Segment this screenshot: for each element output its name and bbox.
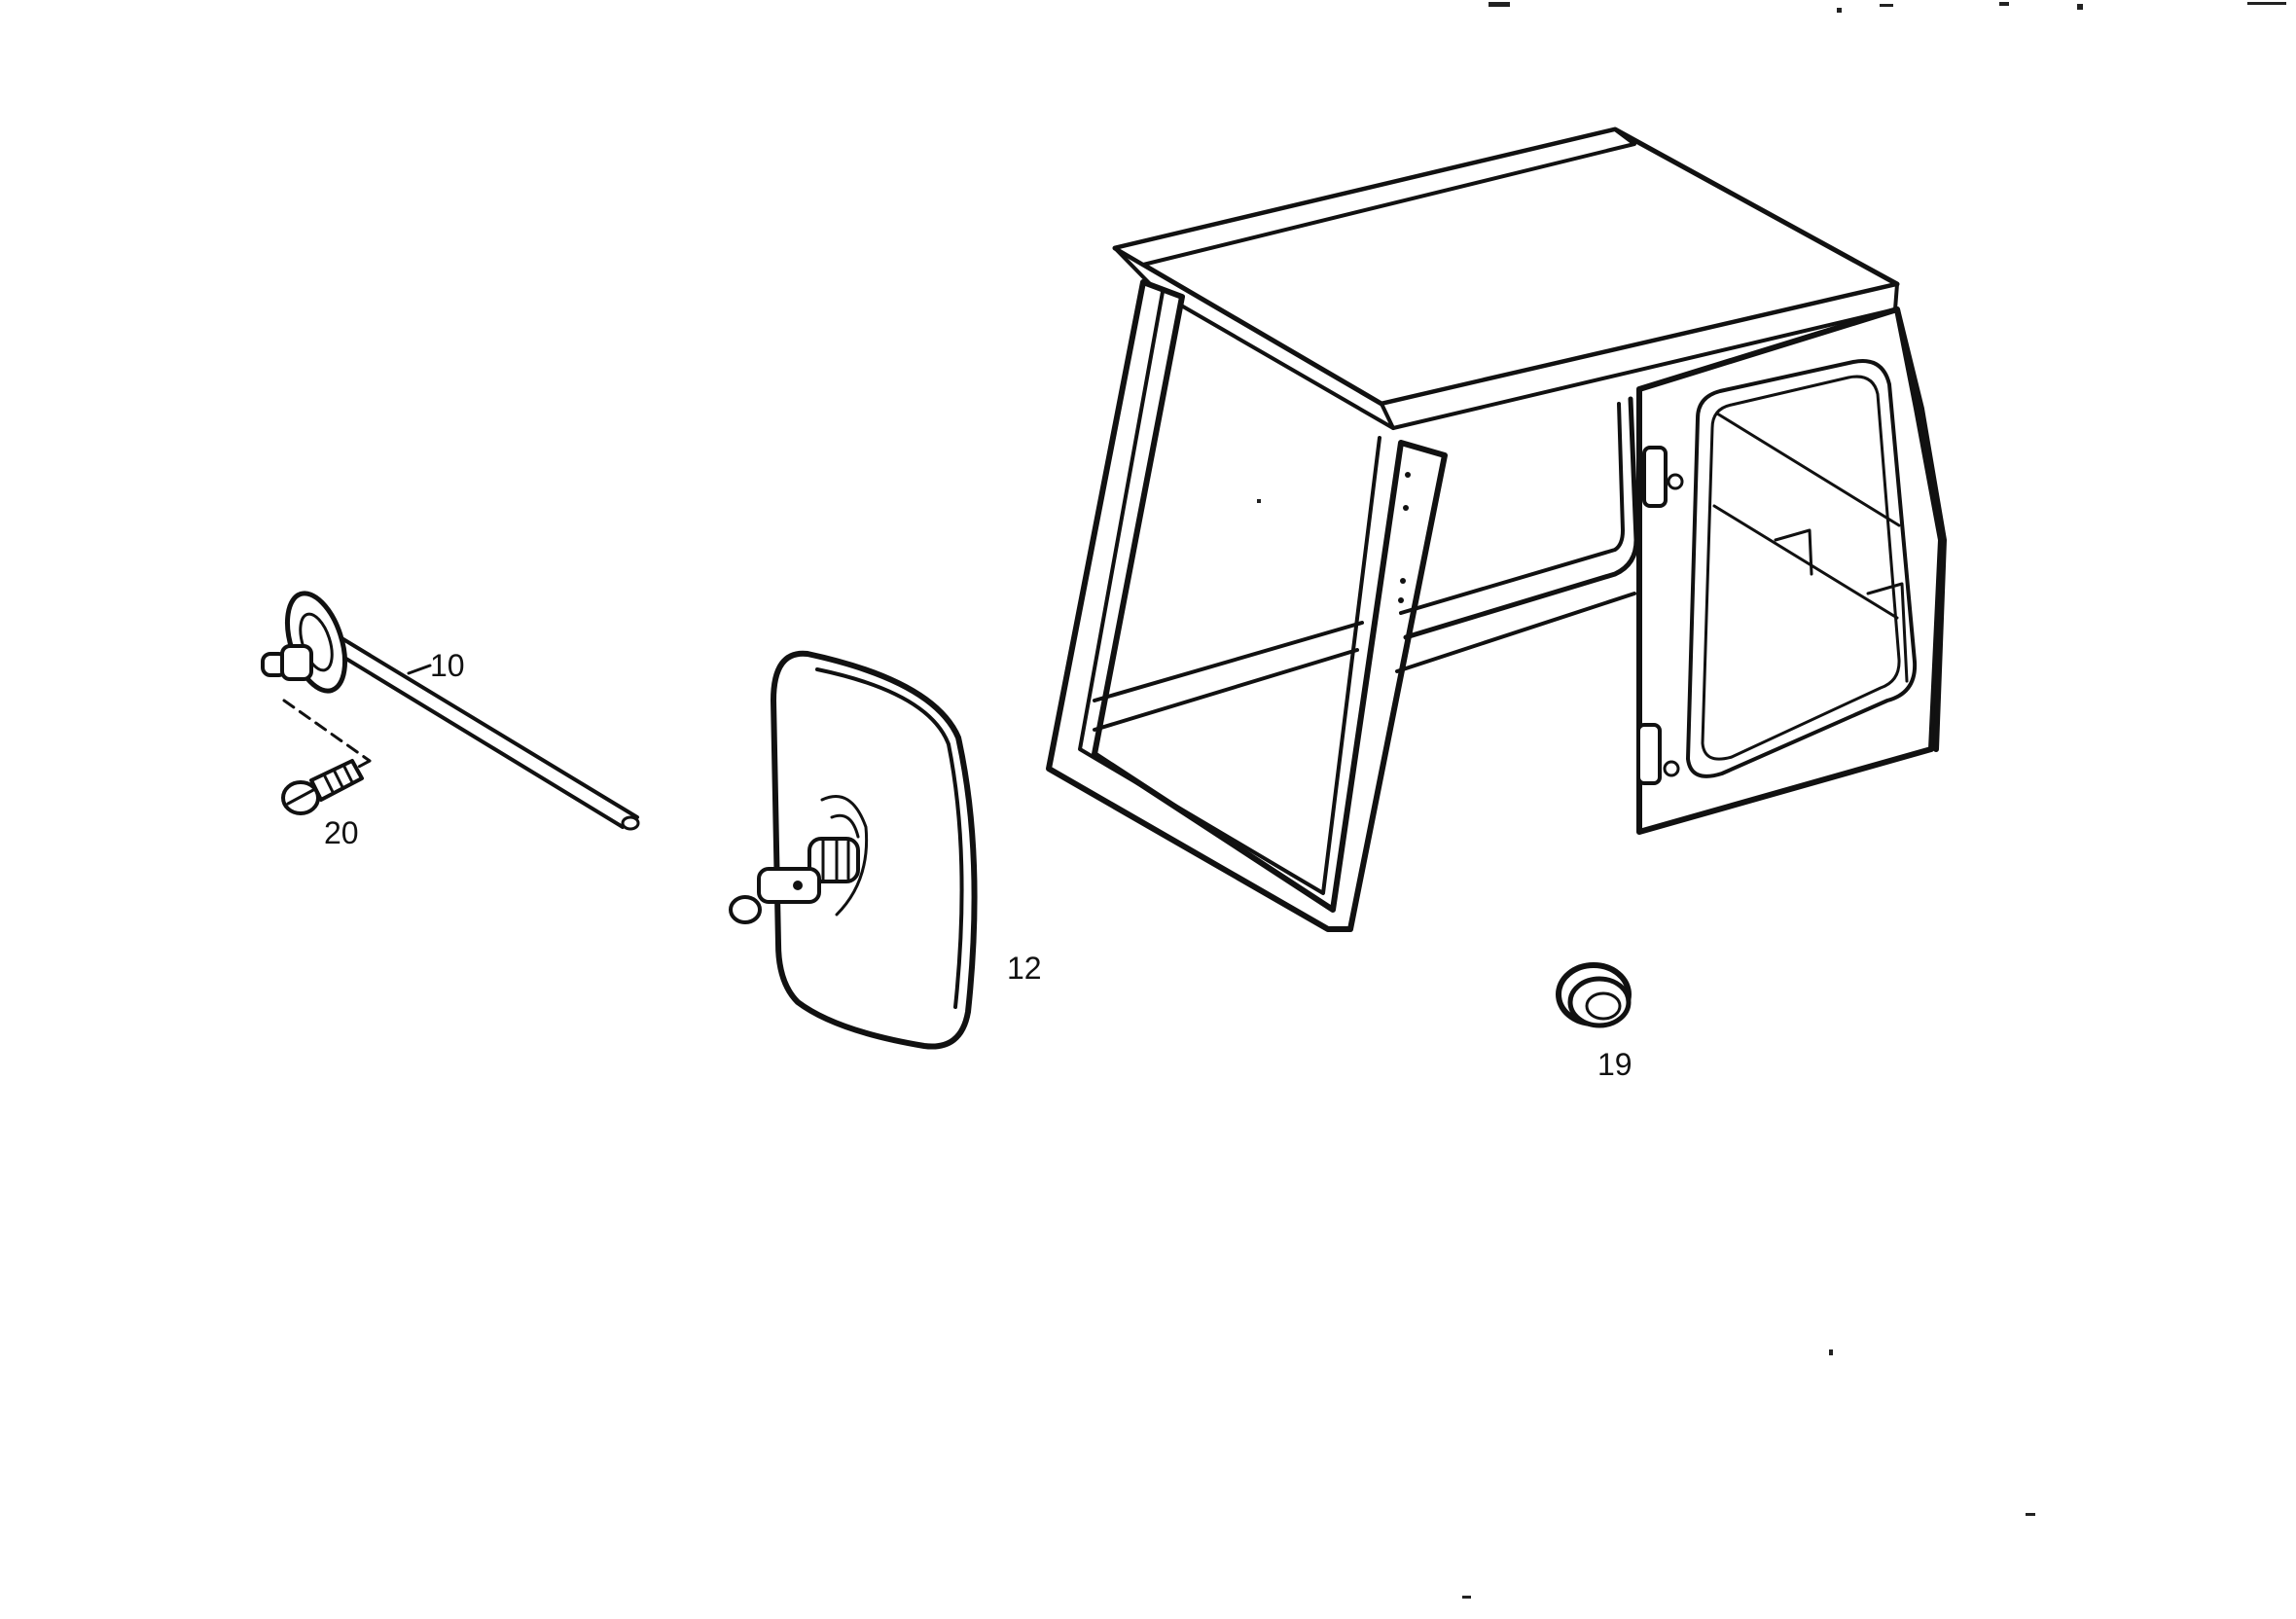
grommet [1556,962,1632,1028]
cab-door [1636,306,1944,835]
callout-10: 10 [430,648,465,683]
callout-20: 20 [324,815,359,850]
callout-19: 19 [1597,1047,1632,1082]
hinge-top [1642,446,1668,508]
mirror-glass [771,650,978,1050]
cab-frame [1046,126,1947,932]
callout-12: 12 [1007,951,1042,986]
mirror-rod-assembly [261,591,640,831]
scan-specks [1257,2,2286,1599]
cab-roof-lip [1113,127,1636,267]
callout-leaders [407,664,432,675]
rod-bracket [285,591,347,694]
cab-left-frame [1046,279,1448,932]
hinge-bottom [1636,723,1662,785]
screw [281,759,364,815]
mirror [729,650,978,1050]
